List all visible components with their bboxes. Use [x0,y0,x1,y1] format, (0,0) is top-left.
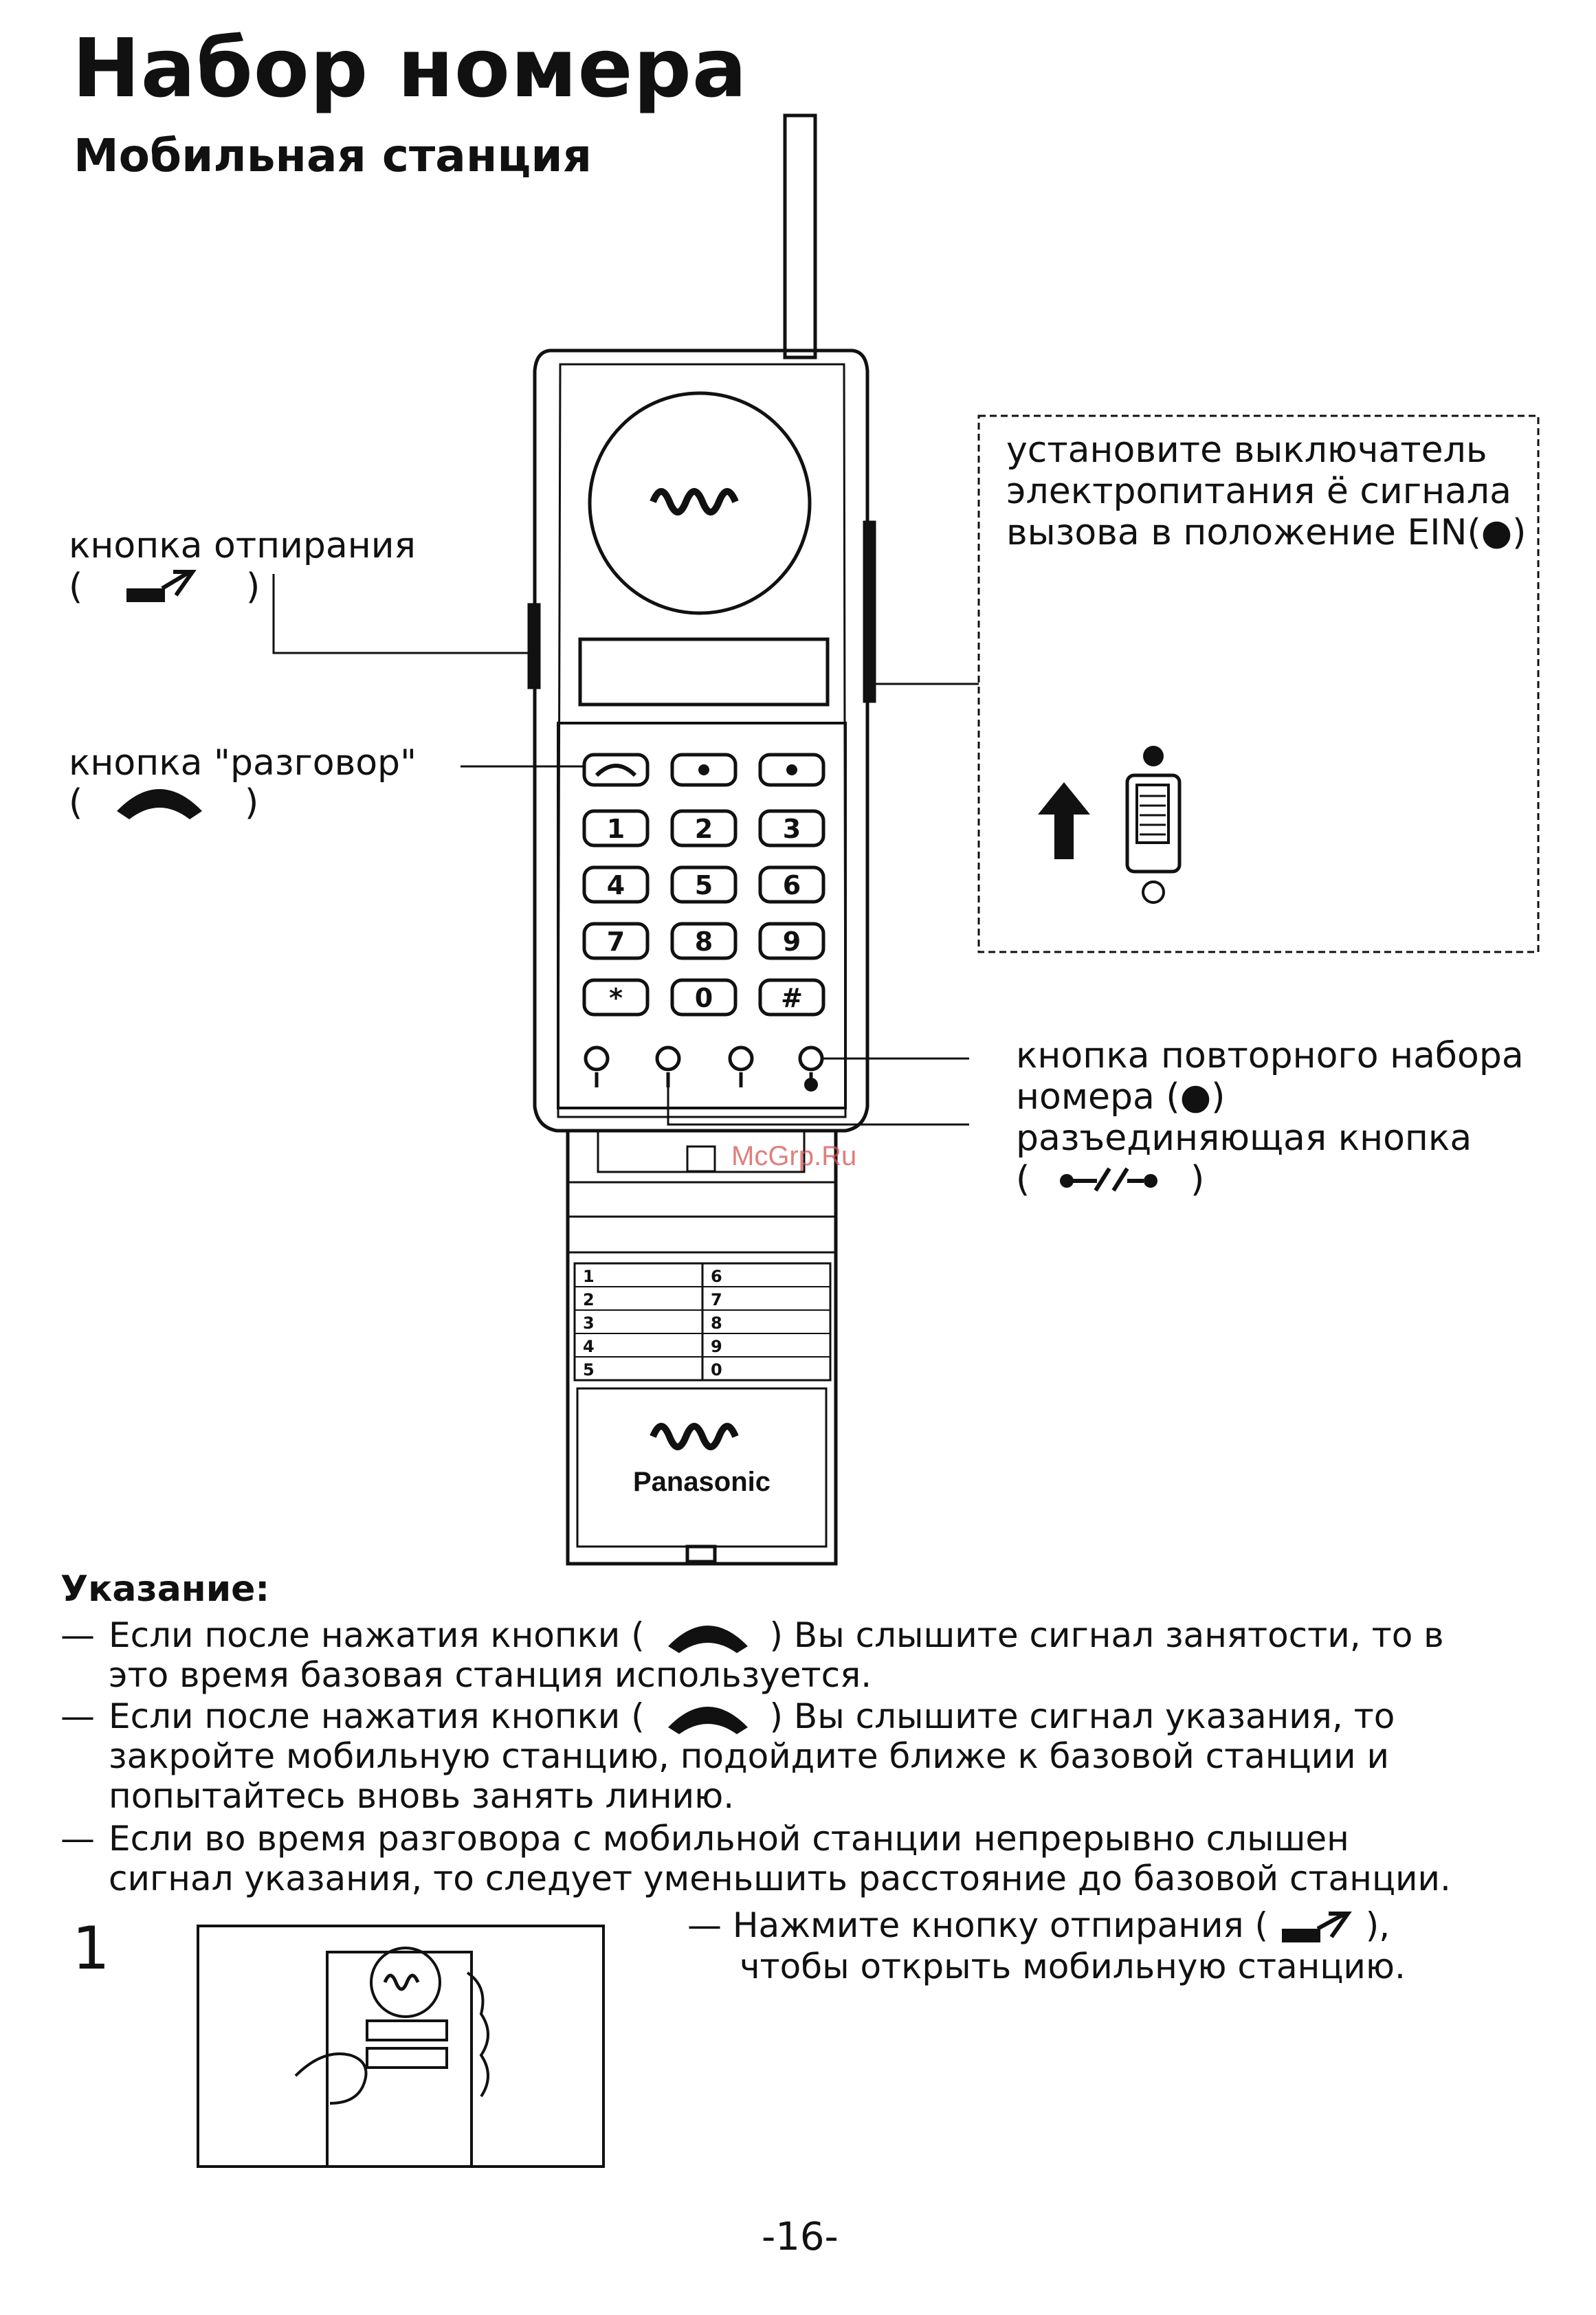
memory-index-item: 8 [711,1314,722,1333]
watermark: McGrp.Ru [731,1141,857,1171]
keypad-key-4[interactable] [582,865,650,904]
keypad-key-12[interactable] [758,978,825,1017]
memory-index-item: 3 [583,1314,595,1333]
keypad-key-1[interactable] [582,809,650,848]
keypad-key-label: 1 [607,814,625,844]
memory-index-item: 2 [583,1290,595,1309]
unlock-leader [272,574,535,654]
note-item-1-line1: —Если после нажатия кнопки ( ) Вы слышит… [60,1615,1444,1655]
unlock-button-paren-open: ( [69,566,83,608]
talk-button-label: кнопка "разговор" [69,742,417,784]
keypad-key-label: # [781,983,803,1013]
keypad-key-label: 4 [607,870,625,900]
disconnect-paren-open: ( [1016,1159,1030,1200]
keypad-key-label: 0 [695,983,713,1013]
memory-index-item: 0 [711,1360,722,1380]
page-subtitle: Мобильная станция [74,129,592,182]
keypad-key-6[interactable] [758,865,825,904]
power-switch-box [977,414,1540,953]
keypad-key-label: 5 [695,870,713,900]
keypad-key-label: 8 [695,927,713,957]
volume-button [584,1045,610,1072]
redial-label-line1: кнопка повторного набора [1016,1035,1524,1076]
keypad-key-label: 9 [783,927,801,957]
memory-index-item: 4 [583,1337,595,1356]
off-dot-icon [1142,880,1165,904]
keypad-key-2[interactable] [670,809,738,848]
keypad-key-3[interactable] [758,809,825,848]
disconnect-leader [667,1072,969,1126]
brand-logo-icon [650,1423,739,1450]
step1-line2: чтобы открыть мобильную станцию. [740,1947,1406,1986]
keypad-key-7[interactable] [582,922,650,960]
memory-index-item: 5 [583,1360,595,1380]
unlock-icon [126,570,197,602]
step1-line1: — Нажмите кнопку отпирания ( ), [687,1905,1390,1945]
earpiece [588,391,812,615]
memory-index-left: 1 2 3 4 5 [583,1265,595,1382]
function-key-r [758,753,825,787]
memory-index-item: 7 [711,1290,722,1309]
keypad-key-8[interactable] [670,922,738,960]
brand-name: Panasonic [632,1467,771,1497]
on-dot-icon [1143,746,1164,766]
step-number: 1 [72,1914,110,1983]
redial-label-line2: номера (●) [1016,1076,1226,1118]
keypad-key-label: 7 [607,927,625,957]
keypad-key-label: 2 [695,814,713,844]
disconnect-button [655,1045,681,1072]
note-item-3-line2: сигнал указания, то следует уменьшить ра… [109,1859,1451,1898]
keypad-key-label: 3 [783,814,801,844]
power-switch-line2: электропитания ё сигнала [1006,471,1512,512]
keypad-key-10[interactable] [582,978,650,1017]
antenna [783,113,817,359]
disconnect-label: разъединяющая кнопка [1016,1118,1472,1159]
unlock-button-label: кнопка отпирания [69,525,416,566]
note-heading: Указание: [60,1569,270,1610]
keypad-key-label: 6 [783,870,801,900]
step1-illustration [197,1925,605,2168]
memory-index-item: 6 [711,1267,722,1286]
keypad-key-9[interactable] [758,922,825,960]
handset-icon [117,789,202,819]
keypad-key-11[interactable] [670,978,738,1017]
talk-button-paren-open: ( [69,782,83,823]
keypad: 1 2 3 4 5 6 7 8 9 * 0 # [582,809,825,1017]
page-title: Набор номера [72,21,748,115]
power-switch-line3: вызова в положение EIN(●) [1006,512,1527,553]
note-item-2-line3: попытайтесь вновь занять линию. [109,1776,735,1816]
talk-button-paren-close: ) [245,782,259,823]
note-item-2-line1: —Если после нажатия кнопки ( ) Вы слышит… [60,1696,1395,1736]
phone-body [533,348,869,1133]
unlock-icon [1281,1911,1352,1942]
keypad-key-label: * [609,983,623,1013]
disconnect-icon [1060,1167,1157,1192]
note-item-2-line2: закройте мобильную станцию, подойдите бл… [109,1736,1390,1776]
note-item-3-line1: —Если во время разговора с мобильной ста… [60,1819,1349,1859]
handset-icon [667,1625,748,1653]
display [578,637,830,707]
memory-index-item: 9 [711,1337,722,1356]
flash-button [728,1045,754,1072]
memory-index-item: 1 [583,1267,595,1286]
speaker-grille-icon [650,488,739,516]
unlock-button-paren-close: ) [246,566,261,608]
disconnect-paren-close: ) [1190,1159,1205,1200]
power-switch-line1: установите выключатель [1006,430,1487,471]
note-item-1-line2: это время базовая станция используется. [109,1655,872,1695]
slide-switch [1125,773,1182,874]
page-number: -16- [762,2215,839,2259]
handset-icon [667,1706,748,1734]
keypad-key-5[interactable] [670,865,738,904]
talk-key [582,753,650,787]
function-key-f [670,753,738,787]
arrow-up-icon [1038,782,1090,859]
memory-index-right: 6 7 8 9 0 [711,1265,722,1382]
redial-button [798,1045,824,1072]
